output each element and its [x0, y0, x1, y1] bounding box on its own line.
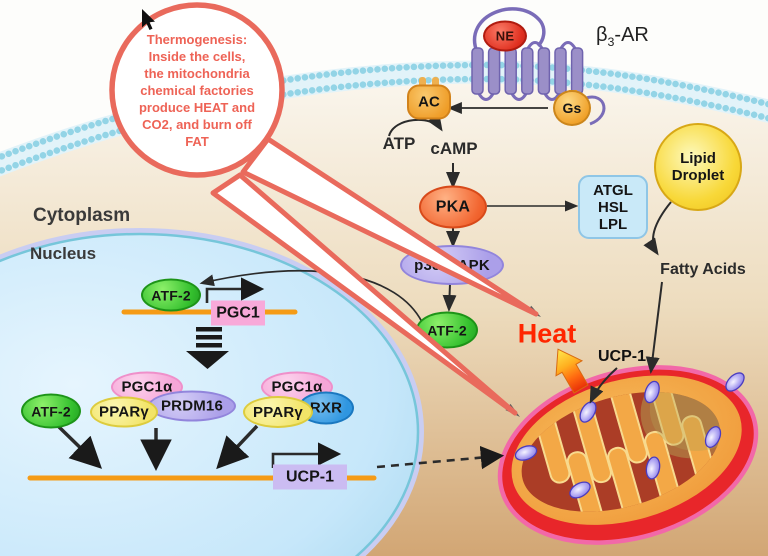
heat-label: Heat: [517, 318, 577, 349]
arrow-ucp1label-to-dot: [589, 367, 618, 404]
ucp1-protein-dots: [514, 372, 745, 499]
arrow-ucp1-transcription: [271, 442, 342, 468]
arrow-lipid-to-fattyacids: [643, 201, 672, 256]
lipolysis-enzymes-box: ATGL HSL LPL: [578, 175, 648, 239]
ucp1-gene-box: UCP-1: [273, 464, 347, 490]
pparg-complex2: PPARγ: [243, 396, 313, 428]
arrow-ucp1gene-to-mito: [376, 445, 505, 470]
arrow-pgc1-transcription: [205, 277, 265, 303]
arrow-p38-to-atf2: [442, 283, 457, 312]
mouse-cursor-icon: [142, 9, 155, 30]
gs-protein: Gs: [553, 90, 591, 126]
camp-label: cAMP: [430, 139, 478, 158]
pgc1-gene-box: PGC1: [211, 300, 265, 326]
callout-text: Thermogenesis: Inside the cells, the mit…: [109, 31, 285, 150]
lipid-droplet-label: Lipid Droplet: [671, 150, 725, 184]
nucleus-label: Nucleus: [30, 244, 97, 263]
mitochondrion: [497, 365, 759, 545]
callout-line-6: CO2, and burn off: [142, 117, 252, 132]
dna-strands: [27, 309, 377, 481]
beta3ar-label: β3-AR: [596, 24, 649, 49]
cytoplasm-label: Cytoplasm: [33, 205, 131, 226]
beta3ar-beta: β: [596, 24, 608, 46]
atf2-bound: ATF-2: [141, 278, 201, 312]
callout-line-3: the mitochondria: [144, 66, 250, 81]
callout-line-2: Inside the cells,: [148, 49, 246, 64]
ne-ligand: NE: [483, 20, 527, 52]
beta3ar-ar: -AR: [614, 24, 649, 46]
callout-line-1: Thermogenesis:: [146, 32, 248, 47]
ucp1-mito-label: UCP-1: [597, 348, 647, 365]
callout-line-7: FAT: [185, 134, 209, 149]
pparg-complex1: PPARγ: [90, 396, 158, 428]
callout-line-4: chemical factories: [140, 83, 254, 98]
arrow-complex2-to-dna: [216, 424, 259, 470]
arrow-atf2-to-dna: [56, 424, 103, 469]
atf2-free: ATF-2: [21, 393, 81, 429]
gs-loop: [585, 95, 606, 126]
enzyme-lpl: LPL: [598, 215, 628, 233]
callout-line-5: produce HEAT and: [138, 100, 256, 115]
heat-arrow: [555, 348, 589, 394]
callout-bubble-shape: [109, 2, 541, 417]
atf2-cytoplasm: ATF-2: [416, 311, 478, 349]
atp-label: ATP: [382, 134, 416, 153]
enzyme-hsl: HSL: [598, 198, 628, 216]
fatty-acids-label: Fatty Acids: [660, 261, 746, 278]
enzyme-atgl: ATGL: [593, 181, 633, 199]
beta3ar-sub3: 3: [607, 35, 615, 49]
striped-down-arrow: [186, 327, 229, 369]
lipid-droplet: Lipid Droplet: [654, 123, 742, 211]
arrow-fattyacids-to-mito: [645, 281, 663, 374]
arrow-atp-to-camp: [388, 113, 443, 137]
pka-kinase: PKA: [419, 185, 487, 229]
